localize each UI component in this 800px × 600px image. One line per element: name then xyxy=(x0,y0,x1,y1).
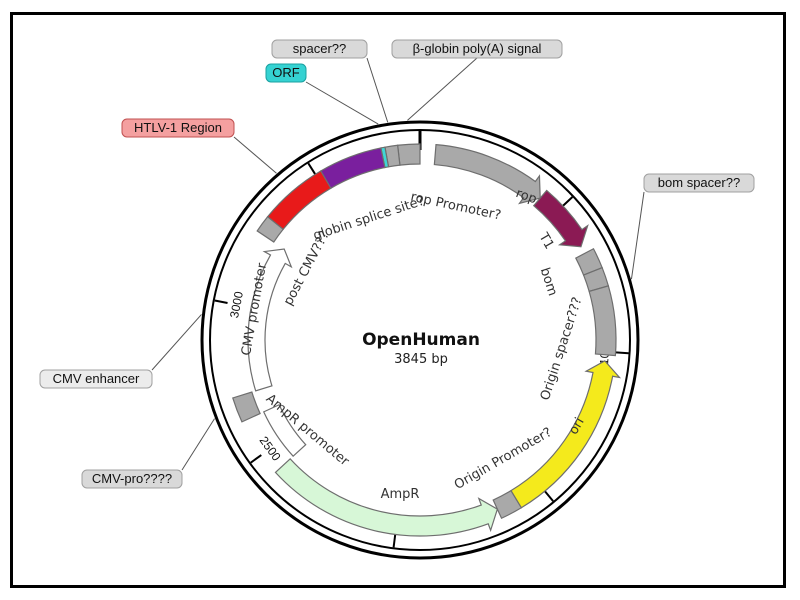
diagram-frame xyxy=(10,12,786,588)
globin-splice-feature xyxy=(319,147,386,190)
post-cmv-label: post CMV??? xyxy=(281,229,333,309)
ampr-label: AmpR xyxy=(381,487,420,502)
cmv-enhancer-callout: CMV enhancer xyxy=(39,314,202,389)
bom-spacer-callout: bom spacer?? xyxy=(630,173,755,280)
cmv-pro-feature xyxy=(232,391,261,423)
htlv-callout: HTLV-1 Region xyxy=(121,118,277,174)
callout-leader xyxy=(630,191,645,280)
t1-label: T1 xyxy=(535,230,557,252)
callout-text: CMV enhancer xyxy=(53,371,140,386)
origin-spacer-label: Origin spacer??? xyxy=(538,295,586,402)
callout-leader xyxy=(151,314,202,371)
features xyxy=(232,143,622,537)
orf-callout: ORF xyxy=(265,63,379,125)
callout-box xyxy=(643,173,755,193)
rop-feature xyxy=(532,189,589,248)
callouts: spacer?? ORF β-globin poly(A) signalHTLV-1… xyxy=(39,39,755,489)
tick-3500 xyxy=(307,162,317,175)
ori-label: ori xyxy=(566,415,587,437)
backbone xyxy=(200,120,640,560)
callout-text: HTLV-1 Region xyxy=(134,120,222,135)
callout-box xyxy=(271,39,368,59)
callout-box xyxy=(121,118,235,138)
ori-feature xyxy=(510,360,622,509)
tick-1500 xyxy=(544,490,554,502)
bom-label: bom xyxy=(537,266,560,298)
spacer-left-feature xyxy=(384,144,401,168)
callout-text: bom spacer?? xyxy=(658,175,740,190)
callout-leader xyxy=(407,57,478,121)
tick-2000 xyxy=(392,534,397,548)
tick-3000 xyxy=(214,299,228,304)
tick-1000 xyxy=(615,351,629,355)
spacer-callout: spacer?? xyxy=(271,39,389,123)
callout-text: spacer?? xyxy=(293,41,346,56)
cmv-pro-callout: CMV-pro???? xyxy=(81,418,215,489)
globin-polya-callout: β-globin poly(A) signal xyxy=(391,39,563,121)
rop-label: rop xyxy=(514,186,539,207)
callout-box xyxy=(265,63,307,83)
bom-spacer-feature xyxy=(588,285,617,357)
callout-box xyxy=(391,39,563,59)
callout-leader xyxy=(233,136,277,174)
post-cmv-feature xyxy=(256,215,285,243)
plasmid-name: OpenHuman xyxy=(362,330,480,350)
backbone-outer-ring xyxy=(200,120,640,560)
origin-promoter-feature xyxy=(492,489,523,520)
ampr-feature xyxy=(274,458,499,537)
tick-label-3000: 3000 xyxy=(227,290,246,319)
backbone-inner-ring xyxy=(209,129,631,551)
callout-box xyxy=(81,469,183,489)
callout-leader xyxy=(181,418,215,471)
rop-promoter-label: rop Promoter? xyxy=(409,190,502,224)
ampr-promoter-feature xyxy=(262,403,307,458)
plasmid-size: 3845 bp xyxy=(394,352,448,367)
tick-500 xyxy=(562,196,574,207)
callout-box xyxy=(39,369,153,389)
beta-globin-polya-feature xyxy=(396,143,421,166)
tick-2500 xyxy=(250,454,262,464)
callout-text: ORF xyxy=(272,65,300,80)
callout-text: β-globin poly(A) signal xyxy=(413,41,542,56)
callout-leader xyxy=(305,81,379,125)
htlv-feature xyxy=(266,170,332,231)
callout-text: CMV-pro???? xyxy=(92,471,172,486)
callout-leader xyxy=(366,57,389,123)
cmv-promoter-feature xyxy=(247,248,293,392)
